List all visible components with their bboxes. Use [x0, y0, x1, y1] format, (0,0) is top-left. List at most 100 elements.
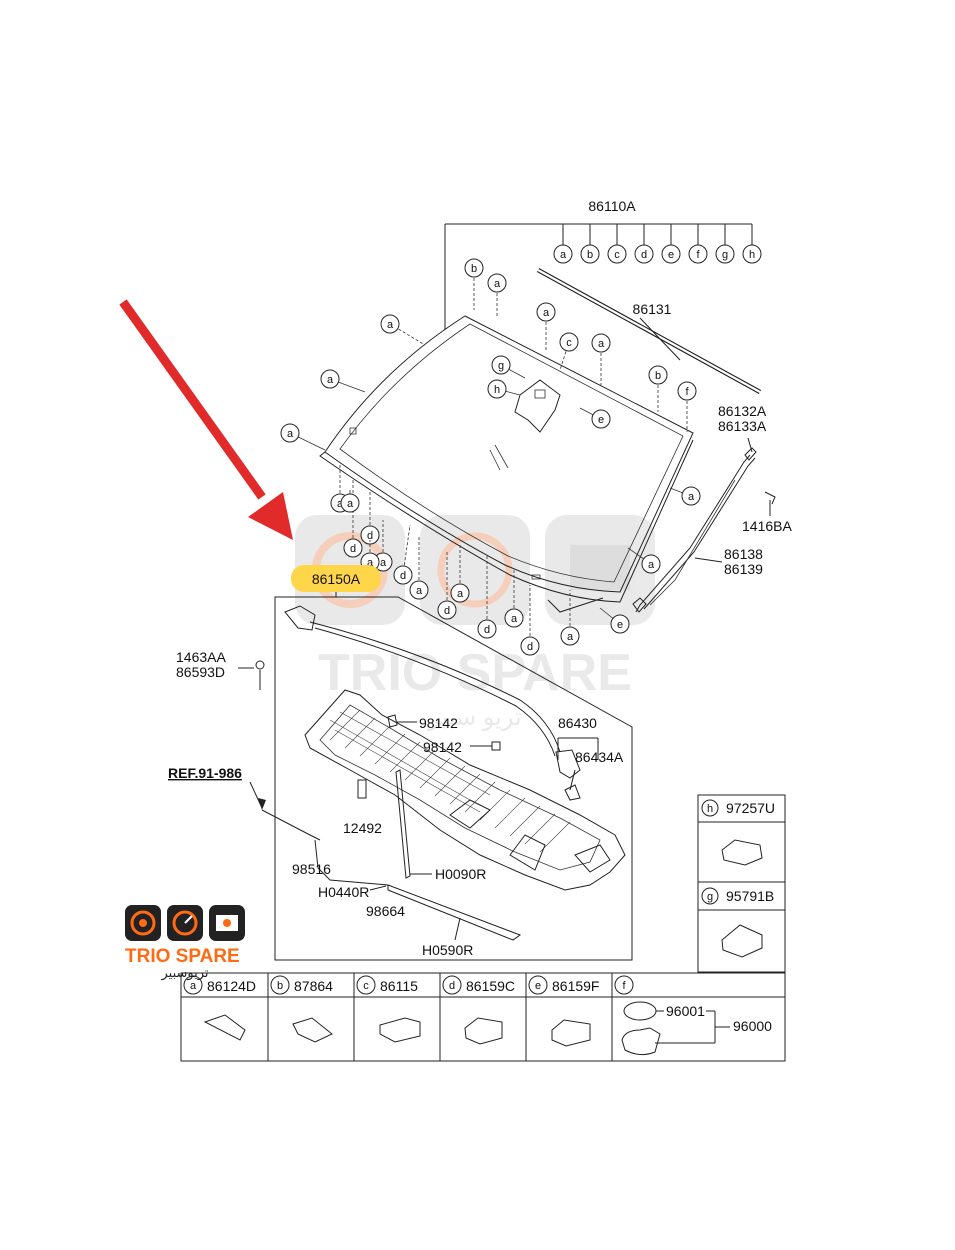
- ws-callout-7-b-letter: b: [655, 370, 661, 382]
- watermark-brand: TRIO SPARE: [318, 644, 632, 702]
- ws-callout-22-d-letter: d: [484, 624, 490, 636]
- ws-callout-18-d: d: [393, 565, 413, 585]
- side-legend: h 97257U g 95791B: [697, 794, 786, 973]
- part-95791B-drawing: [721, 924, 763, 958]
- legend-part-97257U: 97257U: [726, 800, 775, 816]
- legend-letter-g: g: [707, 891, 713, 903]
- ws-callout-11-e: e: [591, 409, 611, 429]
- ws-callout-26-e-letter: e: [617, 619, 623, 631]
- top-callout-b-letter: b: [587, 249, 593, 261]
- label-ref-91-986: REF.91-986: [168, 765, 242, 781]
- top-callout-c: c: [607, 244, 627, 264]
- logo-arabic: تريوسبير: [160, 965, 208, 981]
- ws-callout-21-a: a: [450, 583, 470, 603]
- label-H0090R: H0090R: [435, 866, 486, 882]
- washer-hose: [284, 605, 581, 801]
- legend-part-86115: 86115: [380, 978, 418, 994]
- ws-callout-22-d: d: [477, 619, 497, 639]
- ws-callout-19-a: a: [409, 580, 429, 600]
- watermark-icon-gauge: [420, 515, 530, 625]
- label-H0440R: H0440R: [318, 884, 369, 900]
- ws-callout-11-e-letter: e: [598, 414, 604, 426]
- ws-callout-12-a: a: [280, 423, 300, 443]
- ws-callout-1-a: a: [487, 273, 507, 293]
- legend-letter-h: h: [707, 803, 713, 815]
- label-86131: 86131: [633, 301, 672, 317]
- ws-callout-1-a-letter: a: [494, 278, 501, 290]
- windshield-glass: [319, 315, 694, 613]
- ws-callout-10-h: h: [487, 379, 507, 399]
- ws-callout-29-a: a: [340, 493, 360, 513]
- ws-callout-24-d-letter: d: [527, 641, 533, 653]
- label-86139: 86139: [724, 561, 763, 577]
- ws-callout-2-a: a: [380, 314, 400, 334]
- ws-callout-25-a-letter: a: [567, 631, 574, 643]
- side-mouldings: [632, 447, 776, 613]
- ws-callout-23-a: a: [504, 608, 524, 628]
- trio-spare-logo: TRIO SPARE تريوسبير: [125, 905, 245, 981]
- ws-callout-8-f: f: [677, 381, 697, 401]
- label-H0590R: H0590R: [422, 942, 473, 958]
- legend-callout-e: e: [528, 975, 548, 995]
- ws-callout-9-g-letter: g: [498, 360, 504, 372]
- legend-part-87864: 87864: [294, 978, 333, 994]
- ws-callout-13-a: a: [681, 486, 701, 506]
- top-callout-g: g: [715, 244, 735, 264]
- ws-callout-15-d-letter: d: [350, 543, 356, 555]
- top-callout-d-letter: d: [641, 249, 647, 261]
- ws-callout-4-c-letter: c: [566, 337, 572, 349]
- label-86110A: 86110A: [588, 198, 636, 214]
- legend-callout-f: f: [614, 975, 634, 995]
- ws-callout-10-h-letter: h: [494, 384, 500, 396]
- ws-callout-14-a-letter: a: [337, 498, 344, 510]
- legend-callout-b-letter: b: [277, 980, 283, 992]
- label-86138: 86138: [724, 546, 763, 562]
- label-1416BA: 1416BA: [742, 518, 792, 534]
- top-callout-e-letter: e: [668, 249, 674, 261]
- ws-callout-23-a-letter: a: [511, 613, 518, 625]
- label-1463AA: 1463AA: [176, 649, 226, 665]
- ws-callout-20-d-letter: d: [444, 605, 450, 617]
- watermark-arabic: تريو سبير: [427, 704, 522, 731]
- top-callout-g-letter: g: [722, 249, 728, 261]
- top-callout-a: a: [553, 244, 573, 264]
- label-86150A: 86150A: [312, 571, 361, 587]
- label-86133A: 86133A: [718, 418, 767, 434]
- ws-callout-13-a-letter: a: [688, 491, 695, 503]
- legend-callout-c: c: [356, 975, 376, 995]
- label-98142-b: 98142: [423, 739, 462, 755]
- label-12492: 12492: [343, 820, 382, 836]
- legend-callout-b: b: [270, 975, 290, 995]
- legend-part-86159C: 86159C: [466, 978, 515, 994]
- label-86132A: 86132A: [718, 403, 767, 419]
- top-callout-a-letter: a: [560, 249, 567, 261]
- red-arrow: [119, 299, 293, 540]
- legend-callout-f-letter: f: [622, 980, 626, 992]
- ws-callout-17-a-letter: a: [380, 557, 387, 569]
- part-86159F-drawing: [551, 1019, 591, 1047]
- legend-callout-c-letter: c: [363, 980, 369, 992]
- ws-callout-21-a-letter: a: [457, 588, 464, 600]
- ws-callout-19-a-letter: a: [416, 585, 423, 597]
- ws-callout-9-g: g: [491, 355, 511, 375]
- highlight-86150A: [291, 565, 381, 592]
- legend-callout-d-letter: d: [449, 980, 455, 992]
- ws-callout-0-b-letter: b: [471, 263, 477, 275]
- logo-brand: TRIO SPARE: [125, 946, 240, 967]
- legend-part-95791B: 95791B: [726, 888, 774, 904]
- label-86593D: 86593D: [176, 664, 225, 680]
- part-86159C-drawing: [464, 1017, 503, 1045]
- ws-callout-5-a: a: [536, 302, 556, 322]
- ws-callout-15-d: d: [343, 538, 363, 558]
- label-96000: 96000: [733, 1018, 772, 1034]
- ws-callout-0-b: b: [464, 258, 484, 278]
- ws-callout-18-d-letter: d: [400, 570, 406, 582]
- label-96001: 96001: [666, 1003, 705, 1019]
- ws-callout-20-d: d: [437, 600, 457, 620]
- ws-callout-27-a: a: [641, 554, 661, 574]
- part-86124D-drawing: [203, 1014, 246, 1041]
- legend-callout-a-letter: a: [190, 980, 197, 992]
- label-98664: 98664: [366, 903, 405, 919]
- cowl-box: [274, 596, 633, 961]
